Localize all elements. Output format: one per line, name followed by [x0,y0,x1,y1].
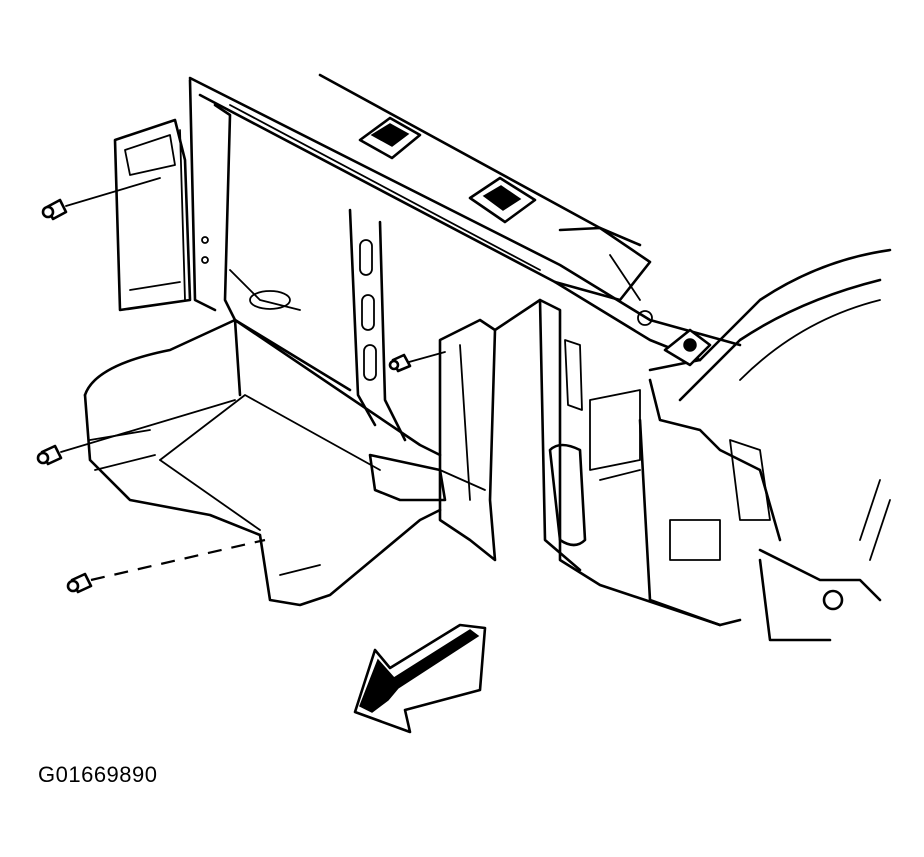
vehicle-front-arrow-icon [353,623,487,734]
lower-air-deflector [83,318,442,607]
radiator-support-left-panel [213,103,352,392]
center-support-post [348,208,407,442]
bolt-lower-left [66,538,266,594]
bolt-upper-left [41,177,161,221]
left-support-bracket [113,78,217,312]
figure-id-label: G01669890 [38,762,158,787]
bolt-middle-left [36,399,236,466]
right-fender-housing [638,248,892,642]
hood-bumper-pads [358,116,537,224]
upper-radiator-support-rail [188,73,742,362]
center-baffle-panel [368,318,497,562]
radiator-support-right-panel [493,298,742,627]
bolt-center [388,351,446,373]
